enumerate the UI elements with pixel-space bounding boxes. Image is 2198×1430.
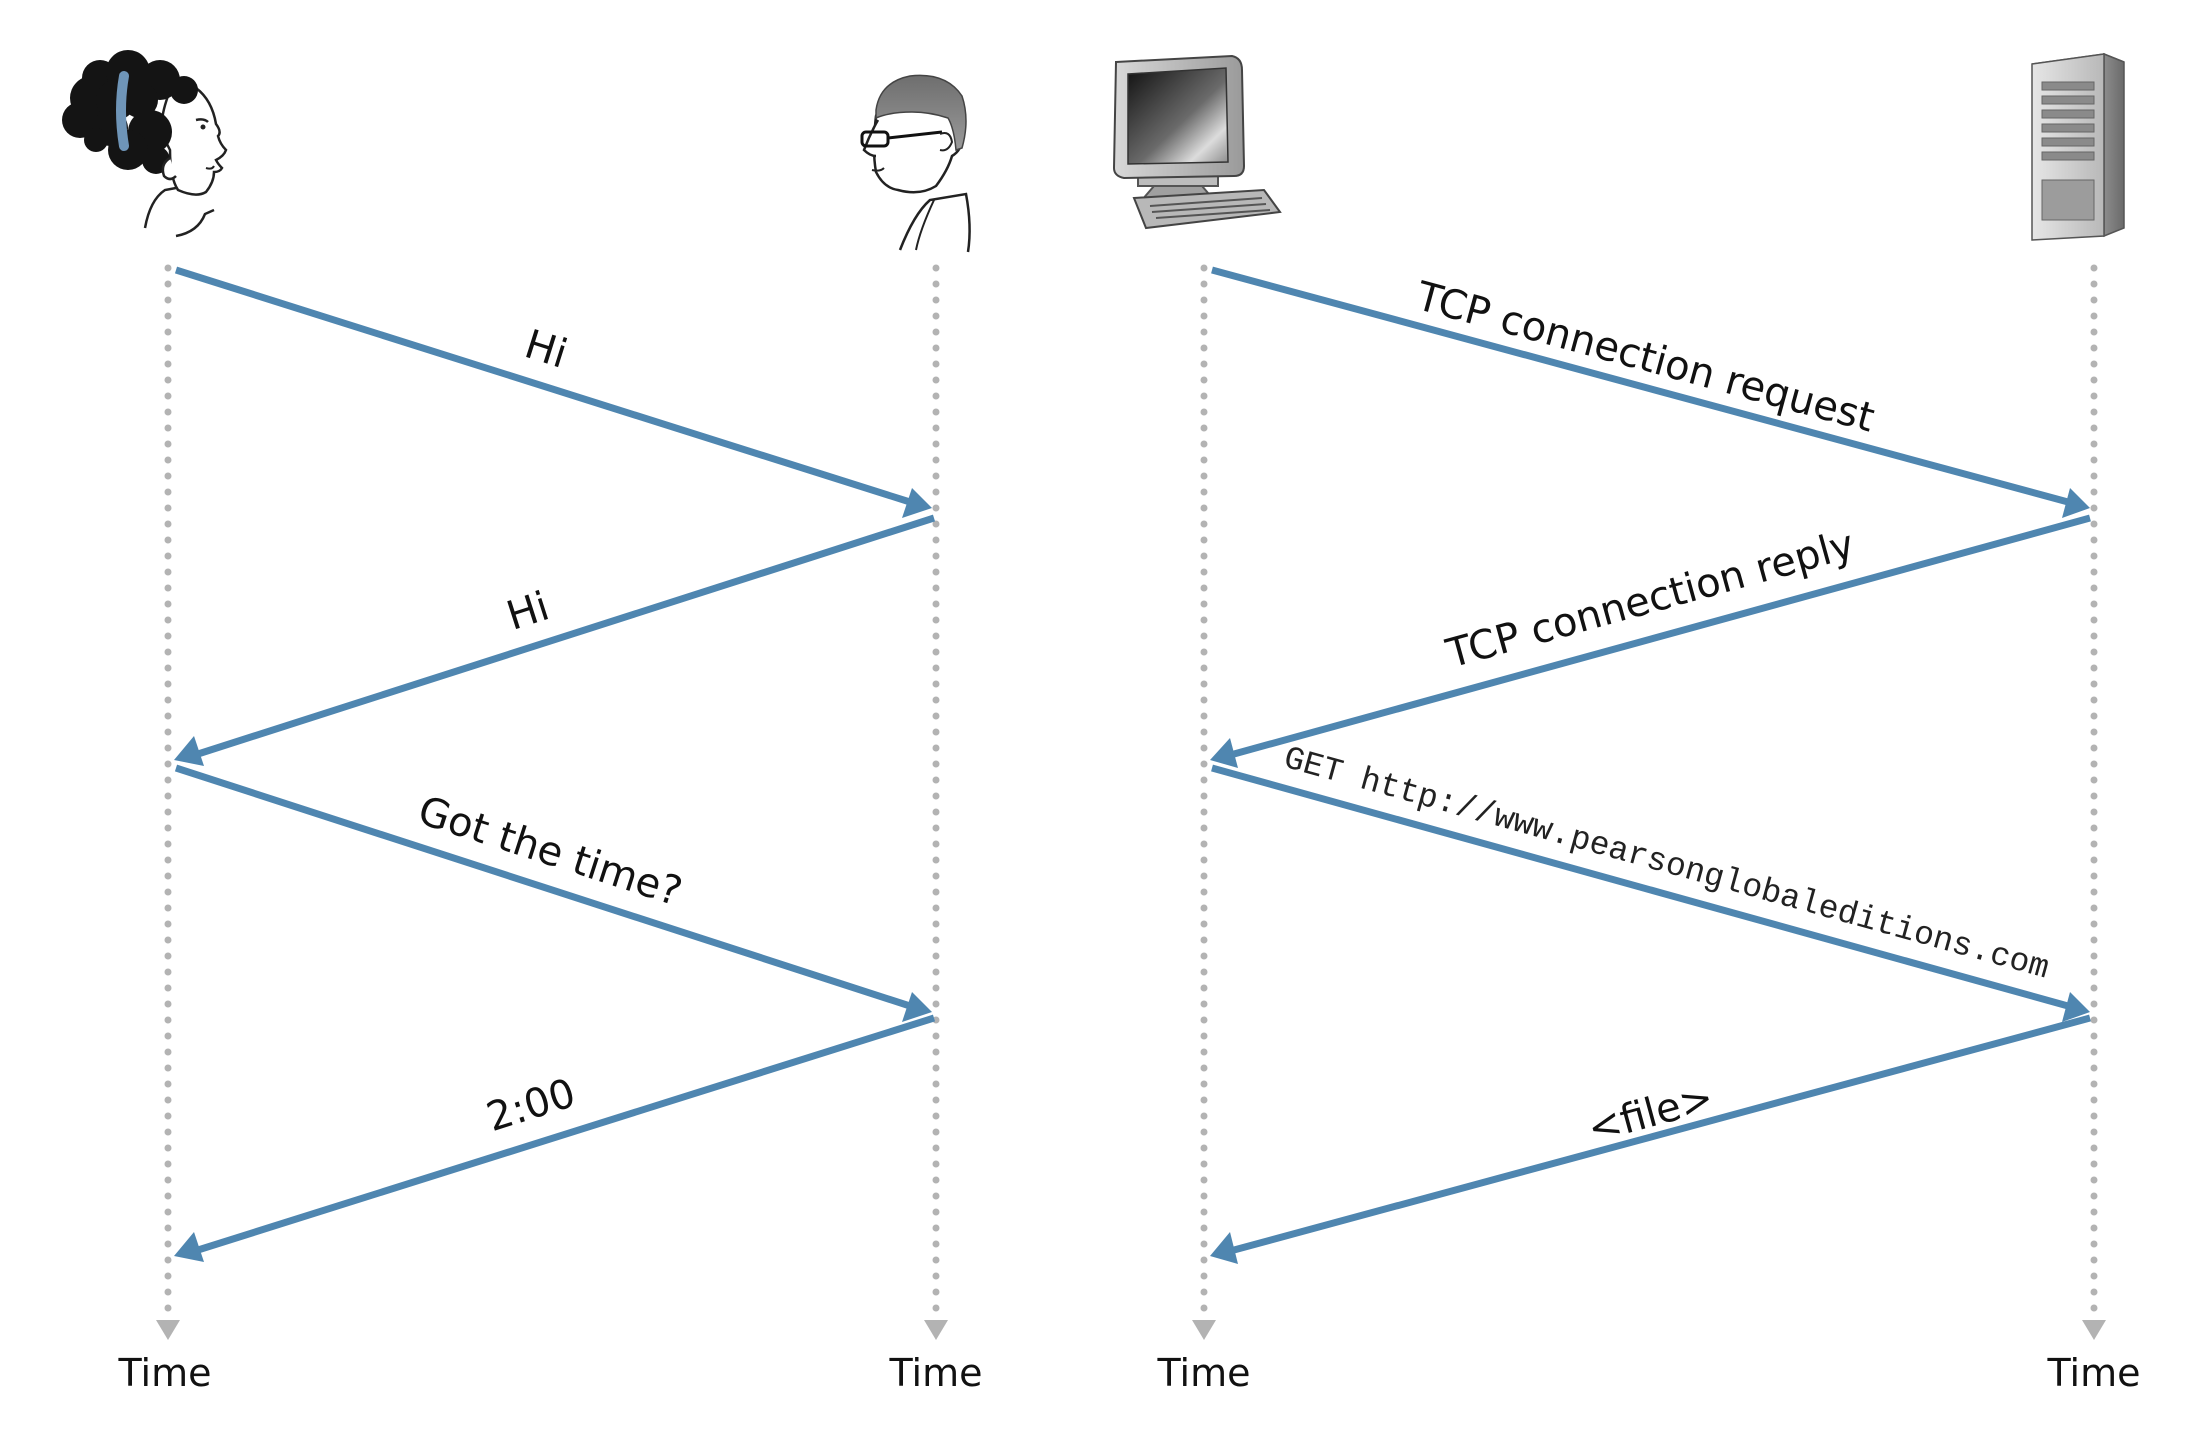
time-label-bob: Time xyxy=(889,1351,983,1395)
man-head-icon xyxy=(860,74,971,253)
message-arrow-tcp-request xyxy=(1211,266,2090,518)
message-arrow-tcp-reply xyxy=(1210,514,2091,768)
message-label-hi-request: Hi xyxy=(519,321,572,377)
lifeline-client xyxy=(1192,264,1216,1340)
message-arrow-get-request xyxy=(1211,764,2090,1022)
time-label-client: Time xyxy=(1157,1351,1251,1395)
message-label-time-request: Got the time? xyxy=(413,788,688,916)
lifeline-alice xyxy=(156,264,180,1340)
woman-head-icon xyxy=(62,50,228,238)
lifeline-bob xyxy=(924,264,948,1340)
message-label-get-request: GET http://www.pearsonglobaleditions.com xyxy=(1280,740,2053,987)
time-label-server: Time xyxy=(2047,1351,2141,1395)
message-arrow-file-reply xyxy=(1210,1014,2091,1264)
message-arrow-hi-reply xyxy=(174,514,936,766)
message-arrow-hi-request xyxy=(174,266,932,518)
time-label-alice: Time xyxy=(118,1351,212,1395)
desktop-computer-icon xyxy=(1112,54,1282,230)
message-label-tcp-request: TCP connection request xyxy=(1411,273,1880,441)
message-arrow-time-request xyxy=(174,764,932,1022)
message-label-file-reply: <file> xyxy=(1583,1074,1719,1152)
message-label-hi-reply: Hi xyxy=(501,583,554,639)
lifeline-server xyxy=(2082,264,2106,1340)
server-tower-icon xyxy=(2031,52,2125,241)
message-arrow-time-reply xyxy=(174,1014,936,1262)
